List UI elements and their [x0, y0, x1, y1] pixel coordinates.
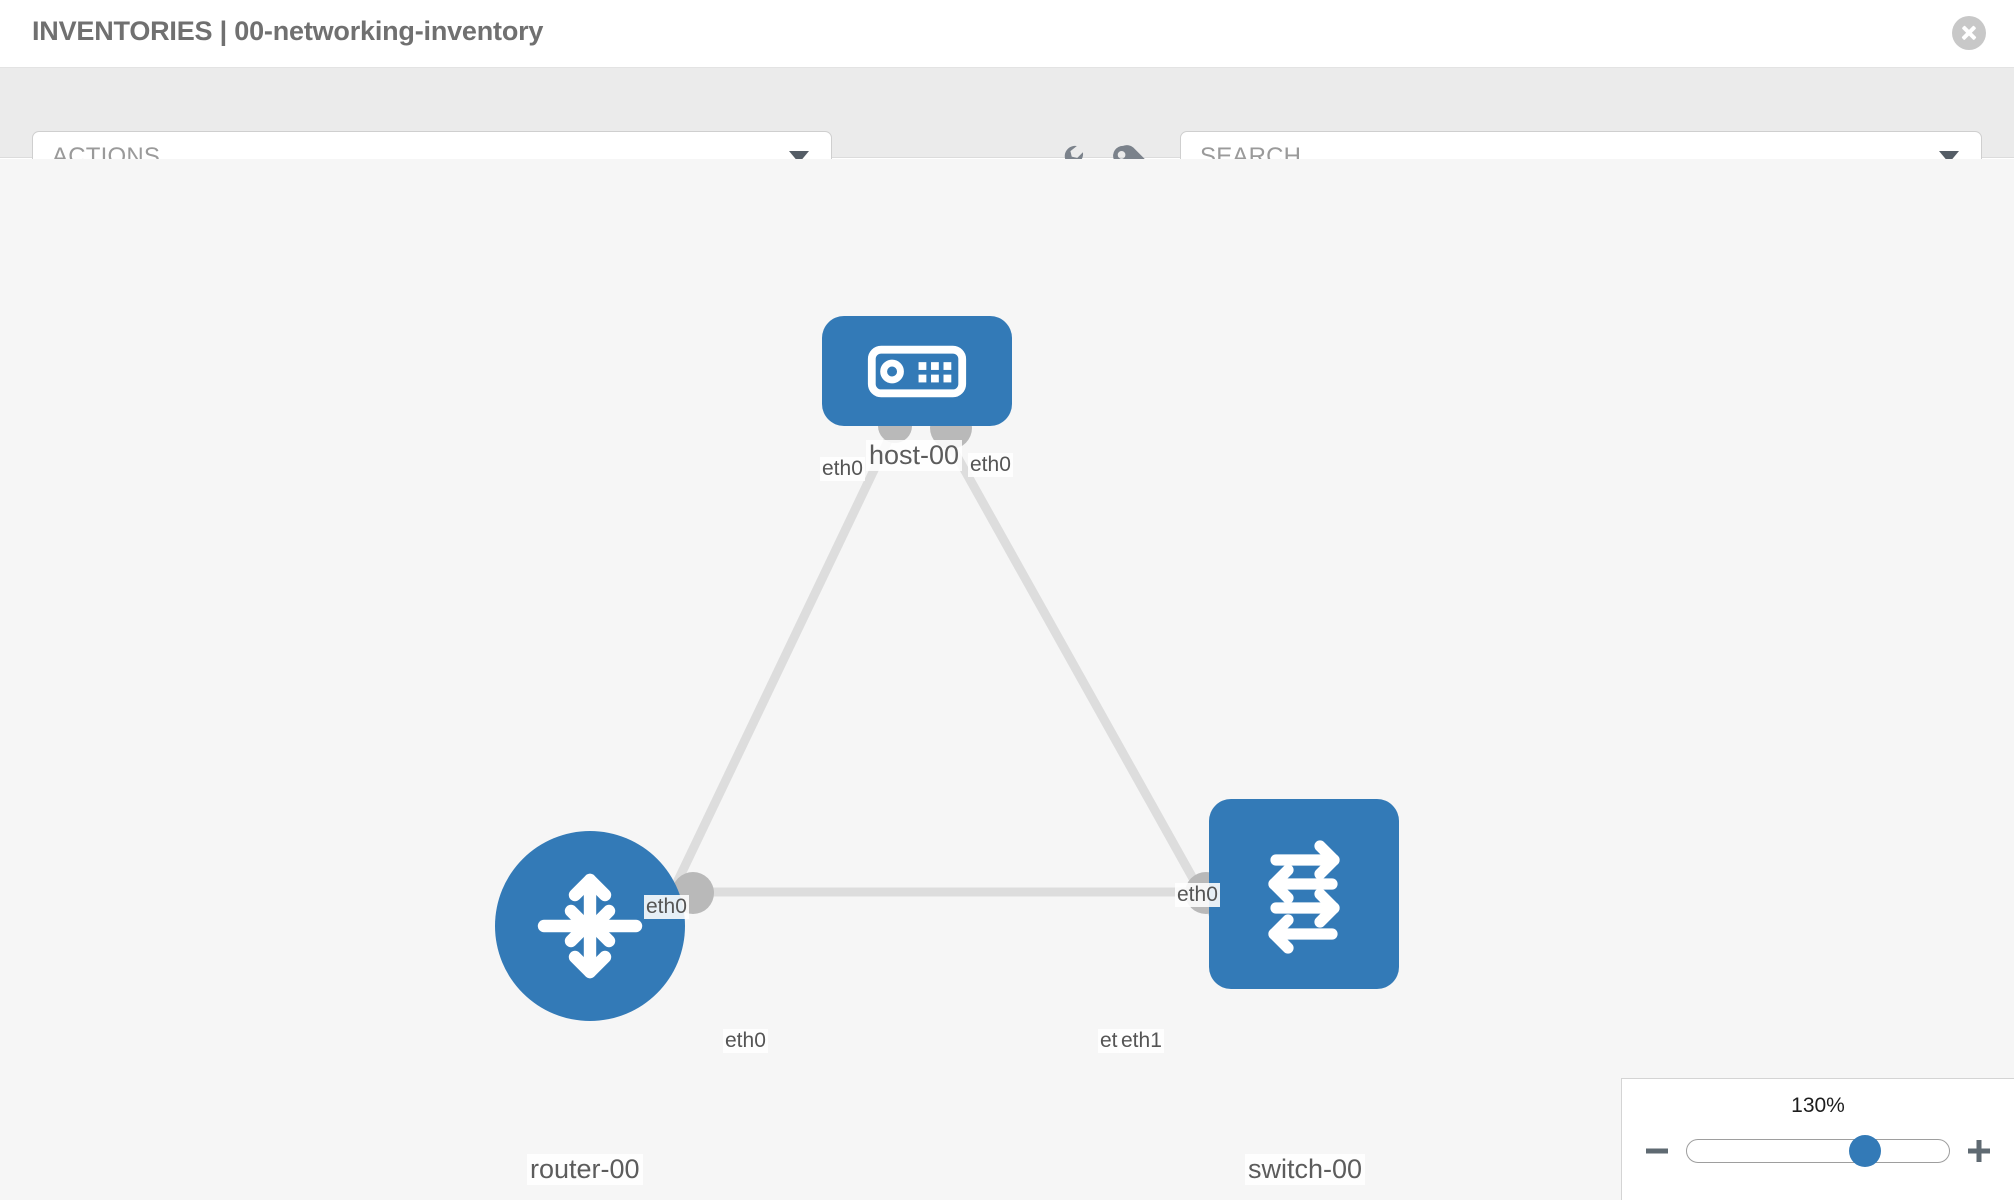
server-icon [867, 345, 967, 397]
interface-label-switch-left-a: et [1098, 1029, 1120, 1054]
minus-icon[interactable] [1643, 1137, 1671, 1165]
interface-label-host-left: eth0 [820, 457, 865, 482]
interface-label-switch-left-b: eth1 [1119, 1029, 1164, 1054]
node-switch-00[interactable] [1209, 799, 1399, 989]
router-arrows-icon [537, 873, 643, 979]
node-label-router-00: router-00 [527, 1154, 643, 1185]
interface-label-switch-upper: eth0 [1175, 883, 1220, 908]
toolbar: ACTIONS SEARCH [0, 68, 2014, 183]
router-node-shape [495, 831, 685, 1021]
node-router-00[interactable] [495, 831, 685, 1021]
node-label-host-00: host-00 [866, 440, 963, 471]
node-host-00[interactable] [822, 316, 1012, 506]
close-icon[interactable] [1952, 16, 1986, 50]
host-node-shape [822, 316, 1012, 426]
node-label-switch-00: switch-00 [1245, 1154, 1366, 1185]
zoom-control-panel: 130% [1621, 1078, 2014, 1200]
interface-label-host-right: eth0 [968, 453, 1013, 478]
link-host-switch[interactable] [936, 423, 1242, 962]
page-title: INVENTORIES | 00-networking-inventory [32, 16, 544, 46]
plus-icon[interactable] [1965, 1137, 1993, 1165]
zoom-level-label: 130% [1791, 1094, 1845, 1117]
interface-label-router-right: eth0 [723, 1029, 768, 1054]
zoom-slider-thumb[interactable] [1849, 1135, 1882, 1167]
interface-label-router-upper: eth0 [644, 895, 689, 920]
page-header: INVENTORIES | 00-networking-inventory [0, 0, 2014, 68]
zoom-slider[interactable] [1686, 1135, 1950, 1167]
switch-arrows-icon [1268, 840, 1340, 954]
topology-canvas[interactable]: host-00 eth0 eth0 [0, 159, 2014, 1200]
switch-node-shape [1209, 799, 1399, 989]
